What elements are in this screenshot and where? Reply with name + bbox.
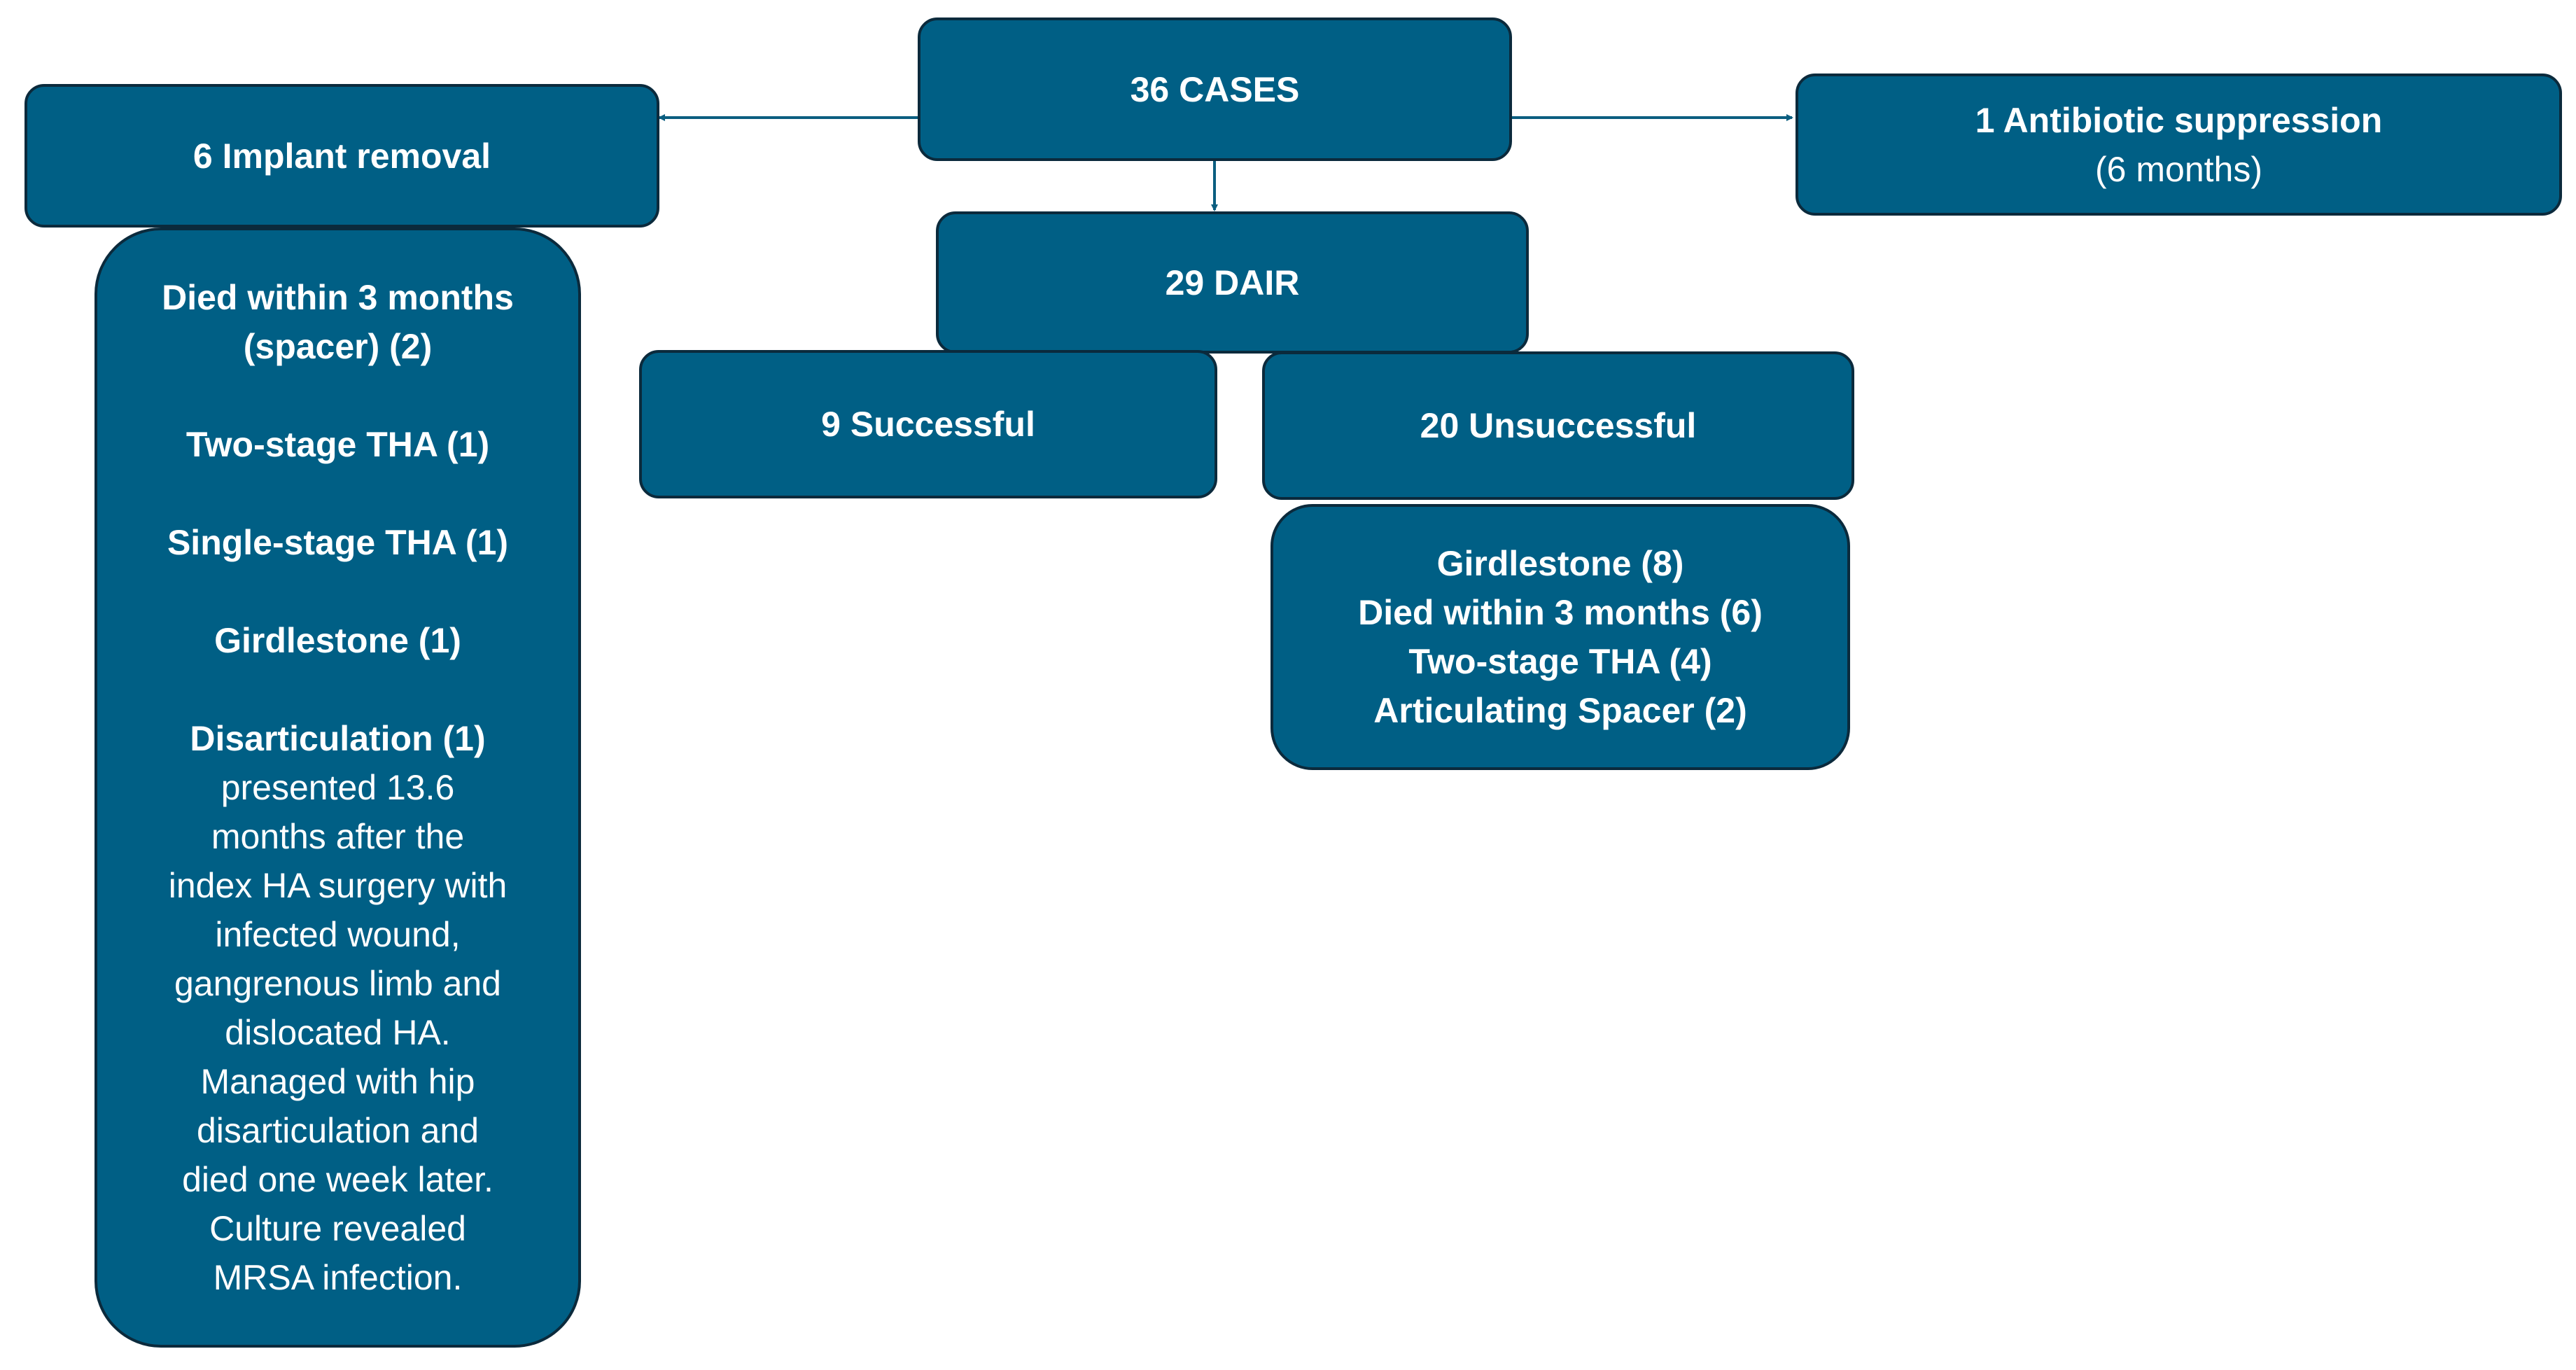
- disarticulation-note-line: index HA surgery with: [168, 866, 507, 905]
- outcome-two-stage-tha: Two-stage THA (1): [186, 425, 490, 464]
- disarticulation-note-line: MRSA infection.: [213, 1258, 463, 1297]
- disarticulation-note-line: months after the: [211, 817, 465, 856]
- disarticulation-note-line: Culture revealed: [209, 1209, 466, 1248]
- antibiotic-suppression-label: 1 Antibiotic suppression: [1975, 100, 2383, 140]
- unsuccessful-box: 20 Unsuccessful: [1262, 351, 1854, 500]
- outcome-died-spacer-line1: Died within 3 months: [162, 278, 514, 317]
- successful-label: 9 Successful: [821, 405, 1035, 444]
- unsuccessful-label: 20 Unsuccessful: [1420, 406, 1697, 445]
- outcome-disarticulation: Disarticulation (1): [190, 719, 486, 758]
- disarticulation-note-line: presented 13.6: [220, 768, 455, 807]
- disarticulation-note-line: gangrenous limb and: [174, 964, 501, 1003]
- implant-removal-box: 6 Implant removal: [24, 84, 659, 228]
- unsuccessful-outcome-girdlestone: Girdlestone (8): [1436, 544, 1684, 583]
- outcome-girdlestone: Girdlestone (1): [214, 621, 461, 660]
- outcome-single-stage-tha: Single-stage THA (1): [167, 523, 509, 562]
- outcome-died-spacer-line2: (spacer) (2): [243, 327, 433, 366]
- antibiotic-suppression-duration: (6 months): [2095, 149, 2262, 189]
- unsuccessful-outcome-two-stage: Two-stage THA (4): [1408, 642, 1712, 681]
- successful-box: 9 Successful: [639, 350, 1217, 498]
- implant-removal-label: 6 Implant removal: [192, 136, 491, 176]
- root-cases-box: 36 CASES: [918, 18, 1512, 161]
- disarticulation-note-line: infected wound,: [215, 915, 461, 954]
- disarticulation-note-line: dislocated HA.: [225, 1013, 451, 1052]
- disarticulation-note-line: died one week later.: [182, 1160, 493, 1199]
- implant-removal-outcomes-box: Died within 3 months (spacer) (2) Two-st…: [94, 228, 581, 1348]
- disarticulation-note-line: Managed with hip: [200, 1062, 475, 1101]
- dair-box: 29 DAIR: [936, 211, 1529, 354]
- unsuccessful-outcomes-box: Girdlestone (8) Died within 3 months (6)…: [1270, 504, 1850, 770]
- root-cases-label: 36 CASES: [1130, 69, 1300, 109]
- disarticulation-note-line: disarticulation and: [196, 1111, 479, 1150]
- dair-label: 29 DAIR: [1165, 263, 1300, 302]
- unsuccessful-outcome-died: Died within 3 months (6): [1358, 593, 1763, 632]
- antibiotic-suppression-box: 1 Antibiotic suppression (6 months): [1795, 74, 2562, 216]
- unsuccessful-outcome-spacer: Articulating Spacer (2): [1373, 691, 1747, 730]
